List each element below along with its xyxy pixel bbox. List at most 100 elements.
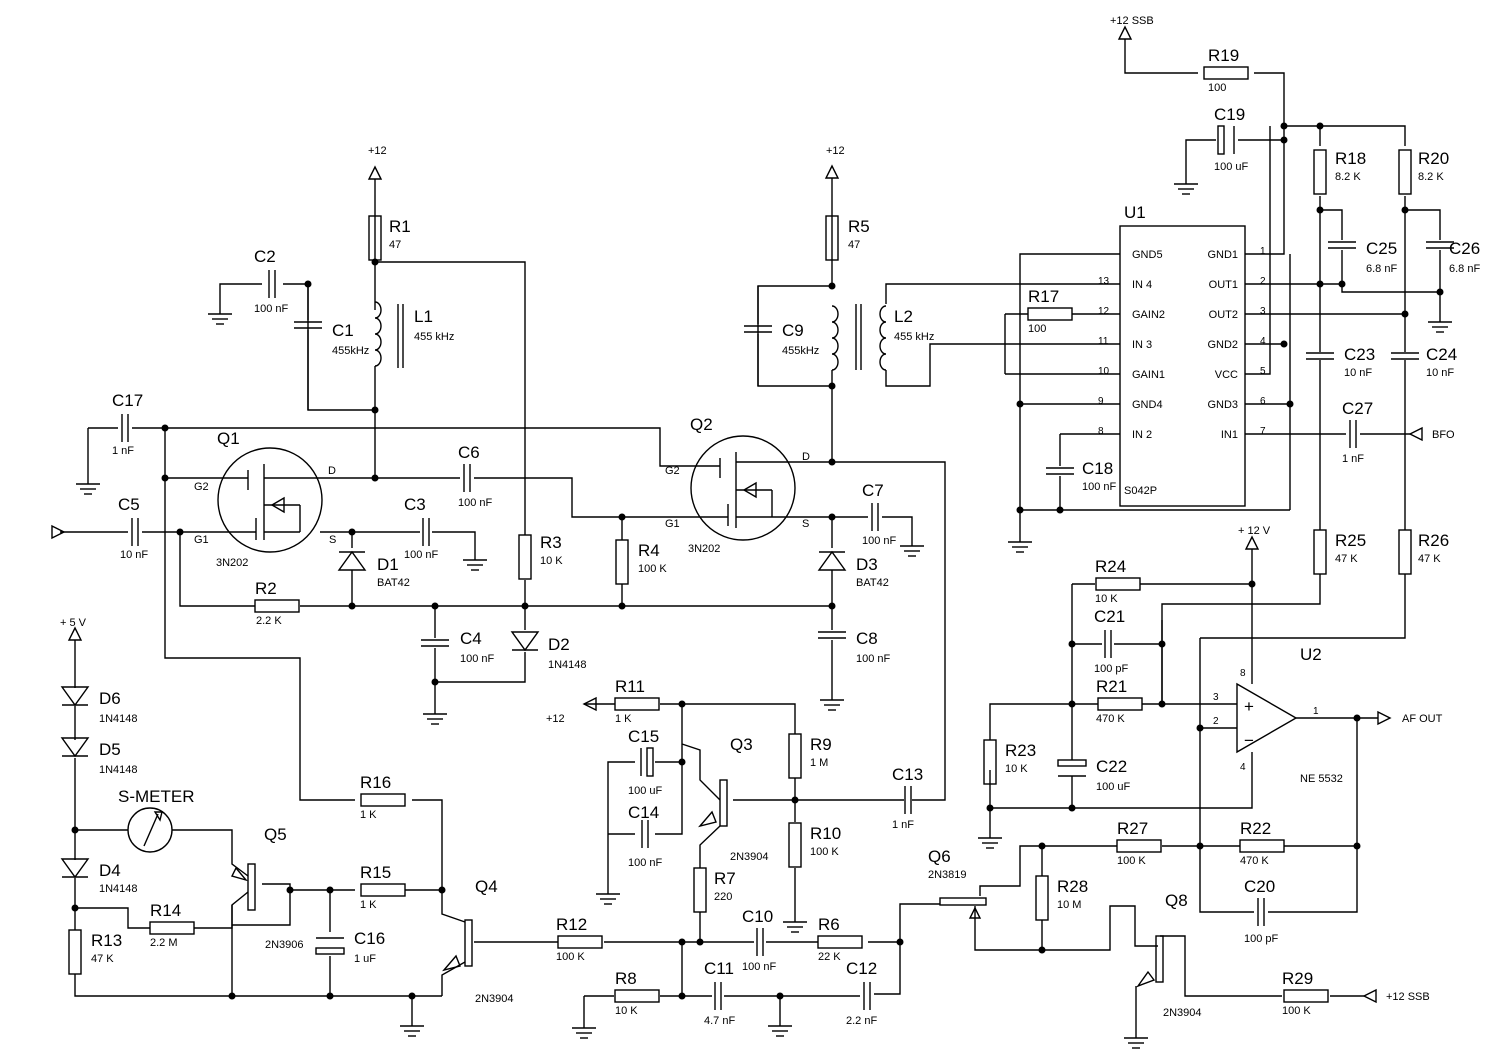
s-meter: S-METER — [118, 787, 195, 853]
svg-text:C10: C10 — [742, 907, 773, 926]
svg-text:1 nF: 1 nF — [892, 819, 914, 831]
svg-text:1N4148: 1N4148 — [99, 764, 138, 776]
u1-pin-label: GND5 — [1132, 249, 1163, 261]
svg-text:+ 5 V: + 5 V — [60, 617, 87, 629]
svg-text:2N3906: 2N3906 — [265, 939, 304, 951]
svg-text:220: 220 — [714, 891, 732, 903]
svg-text:47: 47 — [389, 239, 401, 251]
supply-u2: + 12 V — [1238, 525, 1271, 566]
svg-text:100 nF: 100 nF — [254, 303, 289, 315]
svg-text:S: S — [802, 518, 809, 530]
svg-text:10 M: 10 M — [1057, 899, 1081, 911]
u1-pin-number: 9 — [1098, 396, 1104, 407]
q1: Q1 3N202 G2 G1 D S — [194, 429, 336, 569]
svg-text:470 K: 470 K — [1240, 855, 1269, 867]
bfo-port: BFO — [1408, 426, 1455, 442]
svg-text:+12 SSB: +12 SSB — [1386, 991, 1430, 1003]
svg-text:D2: D2 — [548, 635, 570, 654]
u1-pin-number: 7 — [1260, 426, 1266, 437]
svg-text:+ 12 V: + 12 V — [1238, 525, 1271, 537]
supply-5v: + 5 V — [60, 617, 87, 657]
svg-text:100 pF: 100 pF — [1244, 933, 1279, 945]
c2: C2 100 nF — [254, 247, 289, 315]
svg-text:G1: G1 — [194, 534, 209, 546]
svg-text:Q6: Q6 — [928, 847, 951, 866]
supply-q3: +12 — [546, 696, 597, 725]
svg-text:470 K: 470 K — [1096, 713, 1125, 725]
svg-text:Q4: Q4 — [475, 877, 498, 896]
svg-text:R15: R15 — [360, 863, 391, 882]
svg-text:8: 8 — [1240, 668, 1246, 679]
svg-text:C15: C15 — [628, 727, 659, 746]
u1-pin-number: 10 — [1098, 366, 1110, 377]
svg-text:2N3904: 2N3904 — [475, 993, 514, 1005]
svg-text:G2: G2 — [194, 481, 209, 493]
svg-text:U1: U1 — [1124, 203, 1146, 222]
wires — [60, 55, 1441, 1024]
r14: R14 2.2 M — [149, 901, 195, 949]
u1-pin-label: GAIN2 — [1132, 309, 1165, 321]
svg-text:+12: +12 — [826, 145, 845, 157]
svg-text:1 nF: 1 nF — [112, 445, 134, 457]
svg-text:Q3: Q3 — [730, 735, 753, 754]
svg-text:G2: G2 — [665, 465, 680, 477]
svg-text:100 nF: 100 nF — [1082, 481, 1117, 493]
svg-text:C12: C12 — [846, 959, 877, 978]
svg-text:3: 3 — [1213, 692, 1219, 703]
svg-text:10 nF: 10 nF — [120, 549, 148, 561]
svg-text:3N202: 3N202 — [688, 543, 720, 555]
svg-text:6.8 nF: 6.8 nF — [1449, 263, 1480, 275]
svg-text:10 nF: 10 nF — [1344, 367, 1372, 379]
svg-text:R28: R28 — [1057, 877, 1088, 896]
svg-text:R12: R12 — [556, 915, 587, 934]
u1-pin-label: GND4 — [1132, 399, 1163, 411]
svg-text:R14: R14 — [150, 901, 181, 920]
q6: Q6 2N3819 — [928, 847, 987, 919]
u1-pin-label: GND1 — [1207, 249, 1238, 261]
u1-pin-number: 4 — [1260, 336, 1266, 347]
u1-pin-number: 3 — [1260, 306, 1266, 317]
svg-text:C1: C1 — [332, 321, 354, 340]
svg-text:R5: R5 — [848, 217, 870, 236]
u1-pin-label: GND3 — [1207, 399, 1238, 411]
svg-text:S: S — [329, 534, 336, 546]
svg-text:R24: R24 — [1095, 557, 1126, 576]
ssb-port: +12 SSB — [1362, 988, 1430, 1004]
svg-text:C25: C25 — [1366, 239, 1397, 258]
svg-text:47 K: 47 K — [1418, 553, 1441, 565]
svg-text:+12: +12 — [546, 713, 565, 725]
u1-pin-number: 13 — [1098, 276, 1110, 287]
svg-text:100 nF: 100 nF — [856, 653, 891, 665]
svg-text:C2: C2 — [254, 247, 276, 266]
svg-text:100 K: 100 K — [810, 846, 839, 858]
input-port — [51, 524, 66, 540]
svg-text:100 nF: 100 nF — [404, 549, 439, 561]
u1-pin-label: IN1 — [1221, 429, 1238, 441]
u1-pin-label: IN 3 — [1132, 339, 1152, 351]
svg-text:1N4148: 1N4148 — [548, 659, 587, 671]
svg-text:2.2 M: 2.2 M — [150, 937, 178, 949]
svg-text:100 nF: 100 nF — [742, 961, 777, 973]
u1-pin-label: IN 2 — [1132, 429, 1152, 441]
u1-pin-label: VCC — [1215, 369, 1238, 381]
